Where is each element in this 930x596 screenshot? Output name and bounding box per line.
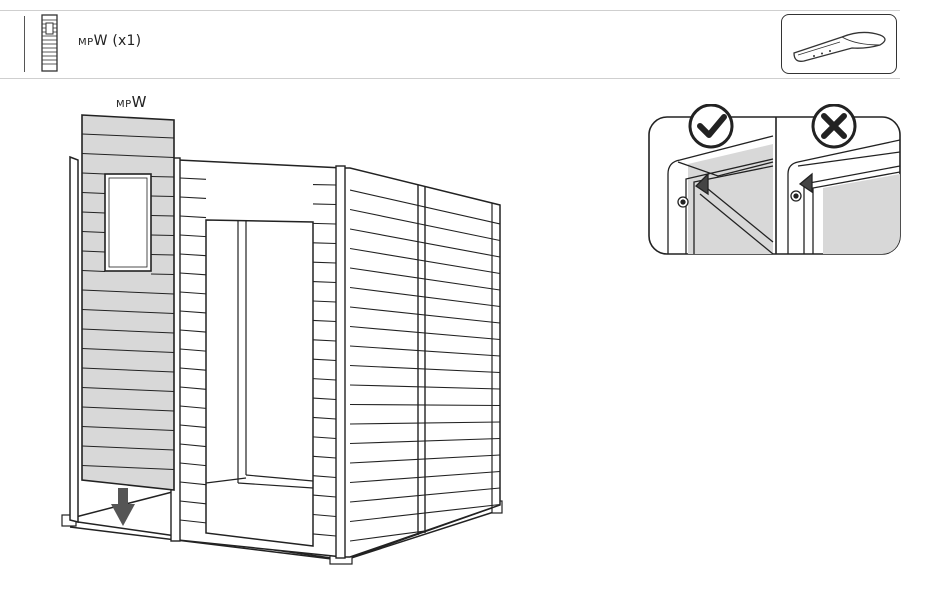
right-wall — [342, 167, 501, 558]
door-opening — [205, 219, 314, 547]
detail-callout — [648, 104, 901, 255]
part-quantity: (x1) — [107, 33, 142, 49]
header-divider — [24, 16, 25, 72]
detail-incorrect — [787, 139, 900, 254]
left-post — [69, 155, 79, 523]
panel-label: MPW — [116, 93, 147, 111]
panel-mpw — [81, 114, 175, 491]
knife-tool-icon — [793, 31, 886, 62]
panel-window — [104, 173, 152, 272]
detail-correct — [667, 135, 774, 254]
check-mark-icon — [688, 104, 734, 149]
cross-mark-icon — [811, 104, 857, 149]
part-code: W — [93, 33, 108, 49]
header-bottom-rule — [0, 78, 900, 79]
panel-label-prefix: MP — [116, 99, 132, 110]
part-code-prefix: MP — [78, 37, 94, 48]
down-arrow-icon — [111, 488, 135, 526]
part-label: MPW (x1) — [78, 33, 141, 49]
tool-box — [781, 14, 897, 74]
panel-label-main: W — [131, 93, 147, 111]
wall-panel-with-window-icon — [41, 14, 58, 72]
header-top-rule — [0, 10, 900, 11]
